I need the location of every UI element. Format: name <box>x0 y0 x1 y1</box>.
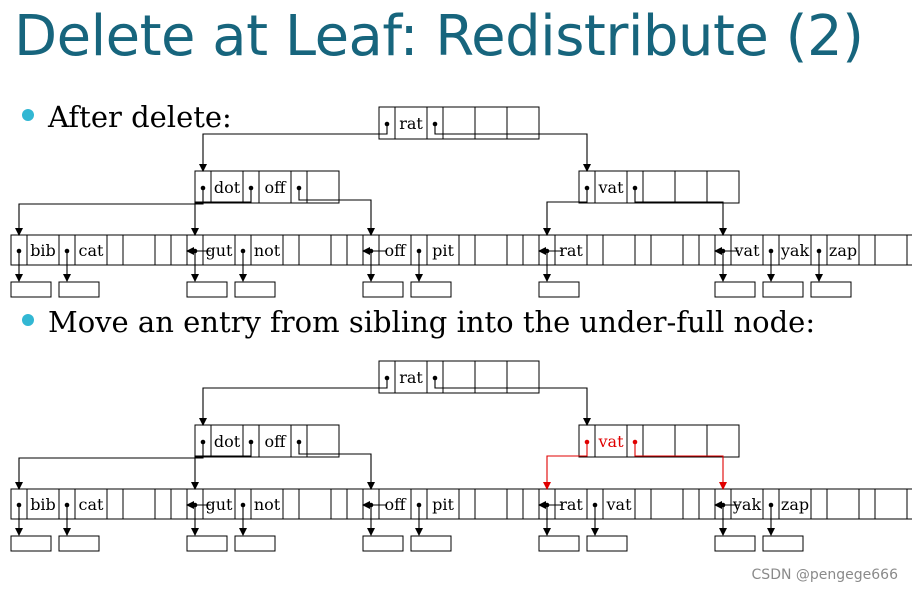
bullet-icon <box>22 109 34 121</box>
internal-pointer-arrow <box>634 442 727 490</box>
data-record-box <box>58 281 100 298</box>
node-box <box>714 488 912 520</box>
key-label: rat <box>399 368 423 387</box>
data-record-box <box>234 281 276 298</box>
key-label: rat <box>559 241 583 260</box>
data-record-box <box>58 535 100 552</box>
internal-pointer-arrow <box>543 188 588 236</box>
leaf-node: off pit <box>362 488 572 552</box>
root-pointer-arrow <box>199 378 388 426</box>
key-label: yak <box>780 241 810 260</box>
data-record-box <box>714 281 756 298</box>
data-record-box <box>234 535 276 552</box>
internal-pointer-arrow <box>191 188 252 236</box>
leaf-node: bib cat <box>10 234 220 298</box>
key-label: cat <box>79 495 105 514</box>
internal-node: dot off <box>194 424 340 458</box>
key-label: zap <box>781 495 809 514</box>
data-record-box <box>186 281 228 298</box>
watermark: CSDN @pengege666 <box>751 567 898 583</box>
internal-pointer-arrow <box>15 442 204 490</box>
data-record-box <box>10 535 52 552</box>
node-box <box>538 488 748 520</box>
bullet-move-entry: Move an entry from sibling into the unde… <box>22 305 815 339</box>
key-label: cat <box>79 241 105 260</box>
key-label: pit <box>432 495 454 514</box>
data-record-box <box>538 281 580 298</box>
key-label: off <box>385 495 408 514</box>
internal-node: vat <box>578 424 740 458</box>
node-box <box>538 234 748 266</box>
key-label: dot <box>214 432 241 451</box>
key-label: bib <box>30 495 56 514</box>
data-record-box <box>762 535 804 552</box>
internal-node: vat <box>578 170 740 204</box>
bullet-text: Move an entry from sibling into the unde… <box>48 305 816 339</box>
data-record-box <box>810 281 852 298</box>
root-pointer-arrow <box>434 378 591 426</box>
leaf-node: rat vat <box>538 488 748 552</box>
data-record-box <box>714 535 756 552</box>
root-pointer-arrow <box>199 124 388 172</box>
key-label: vat <box>605 495 632 514</box>
leaf-node: off pit <box>362 234 572 298</box>
key-label: vat <box>597 432 624 451</box>
node-box <box>194 170 340 204</box>
bullet-text: After delete: <box>48 100 232 134</box>
key-label: vat <box>597 178 624 197</box>
node-box <box>10 234 220 266</box>
node-box <box>186 488 396 520</box>
data-record-box <box>410 281 452 298</box>
key-label: dot <box>214 178 241 197</box>
key-label: vat <box>733 241 760 260</box>
key-label: rat <box>559 495 583 514</box>
key-label: off <box>265 432 288 451</box>
node-box <box>10 488 220 520</box>
internal-pointer-arrow <box>191 442 252 490</box>
node-box <box>578 424 740 458</box>
internal-pointer-arrow <box>298 188 375 236</box>
key-label: zap <box>829 241 857 260</box>
slide-title: Delete at Leaf: Redistribute (2) <box>14 4 864 69</box>
node-box <box>362 488 572 520</box>
data-record-box <box>10 281 52 298</box>
key-label: gut <box>206 241 234 260</box>
key-label: yak <box>732 495 762 514</box>
root-pointer-arrow <box>434 124 591 172</box>
data-record-box <box>362 535 404 552</box>
leaf-node: rat <box>538 234 748 298</box>
key-label: gut <box>206 495 234 514</box>
bullet-icon <box>22 314 34 326</box>
internal-pointer-arrow <box>298 442 375 490</box>
node-box <box>194 424 340 458</box>
key-label: off <box>265 178 288 197</box>
key-label: not <box>254 241 281 260</box>
node-box <box>362 234 572 266</box>
key-label: off <box>385 241 408 260</box>
node-box <box>578 170 740 204</box>
data-record-box <box>186 535 228 552</box>
internal-pointer-arrow <box>543 442 588 490</box>
data-record-box <box>762 281 804 298</box>
key-label: rat <box>399 114 423 133</box>
key-label: not <box>254 495 281 514</box>
data-record-box <box>410 535 452 552</box>
node-box <box>186 234 396 266</box>
internal-node: dot off <box>194 170 340 204</box>
leaf-node: gut not <box>186 488 396 552</box>
internal-pointer-arrow <box>634 188 727 236</box>
leaf-node: gut not <box>186 234 396 298</box>
internal-pointer-arrow <box>15 188 204 236</box>
bullet-after-delete: After delete: <box>22 100 232 134</box>
data-record-box <box>586 535 628 552</box>
key-label: pit <box>432 241 454 260</box>
data-record-box <box>362 281 404 298</box>
data-record-box <box>538 535 580 552</box>
root-node: rat <box>378 106 540 140</box>
key-label: bib <box>30 241 56 260</box>
